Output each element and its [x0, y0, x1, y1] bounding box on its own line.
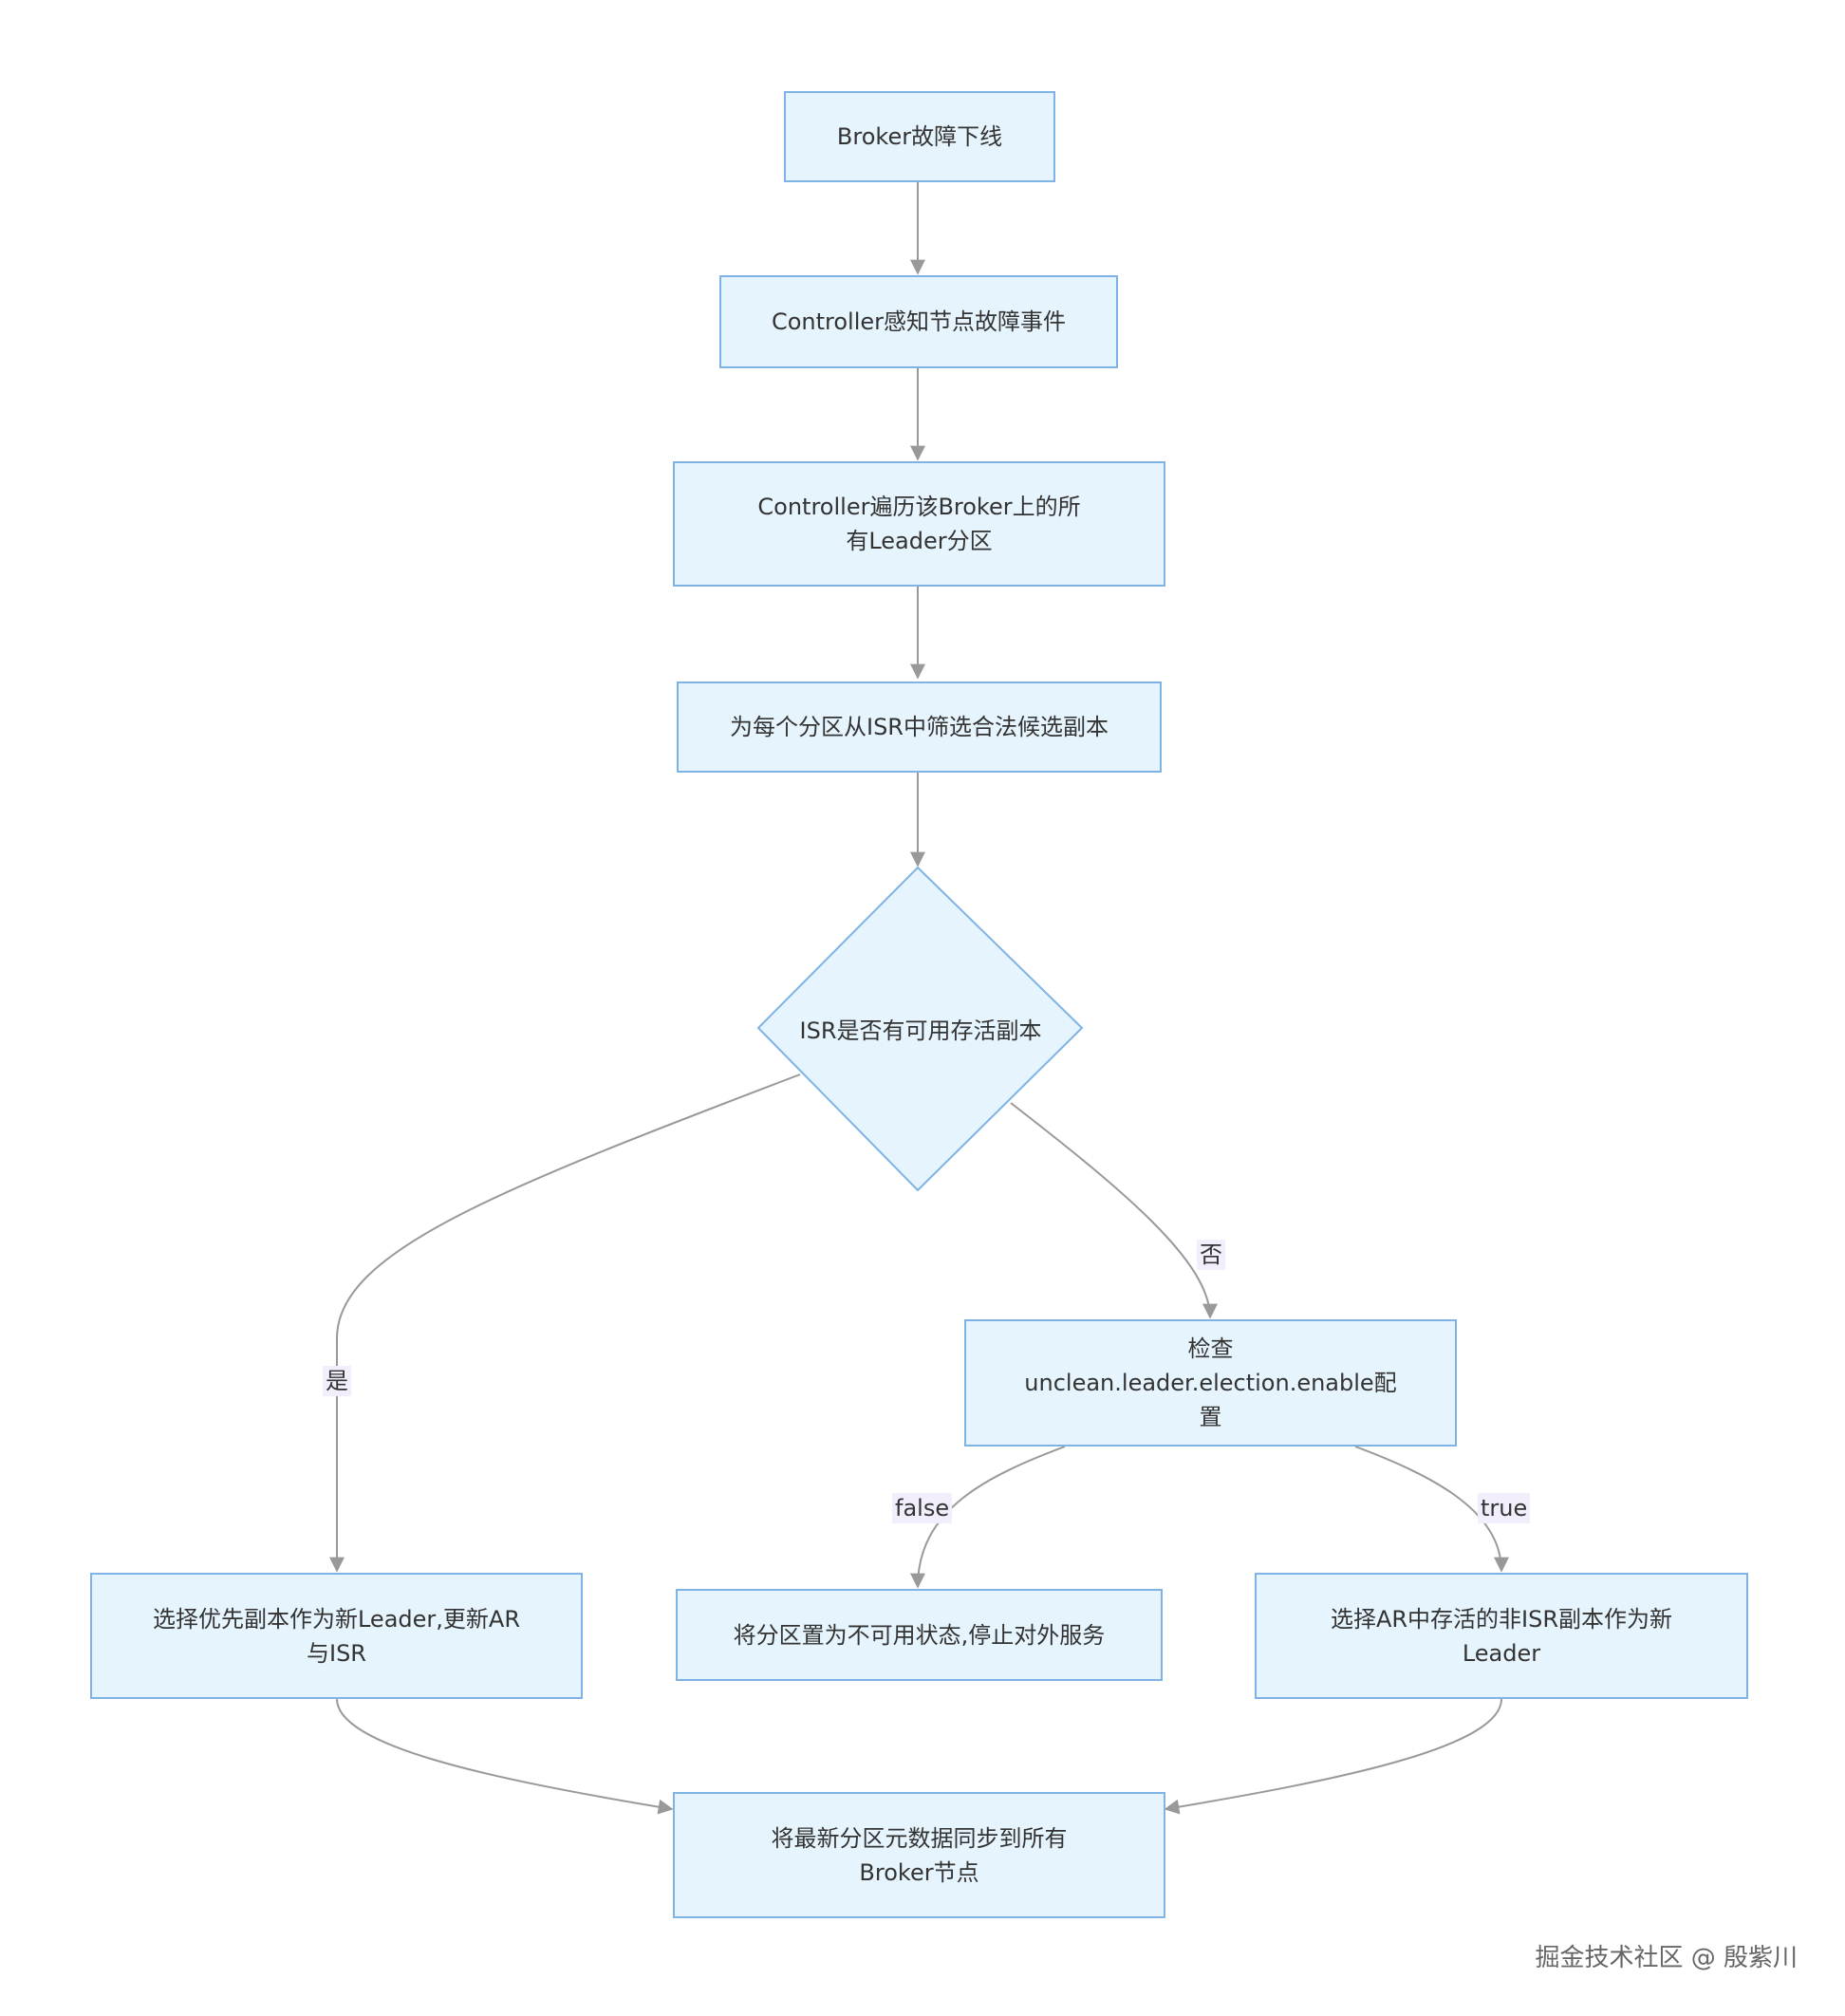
node-controller-traverse: Controller遍历该Broker上的所有Leader分区: [673, 461, 1165, 587]
watermark: 掘金技术社区 @ 殷紫川: [1535, 1944, 1798, 1972]
node-sync-metadata: 将最新分区元数据同步到所有Broker节点: [673, 1792, 1165, 1918]
edge-label-no: 否: [1197, 1240, 1225, 1270]
edge-arnonisr-to-sync: [1164, 1698, 1502, 1815]
decision-diamond: [756, 866, 1084, 1192]
edge-label-true: true: [1478, 1493, 1531, 1523]
node-partition-unavailable: 将分区置为不可用状态,停止对外服务: [676, 1589, 1163, 1681]
edge-decision-no: [1010, 1102, 1218, 1319]
edge-label-false: false: [892, 1493, 953, 1523]
edge-label-yes: 是: [323, 1366, 351, 1396]
node-select-preferred: 选择优先副本作为新Leader,更新AR与ISR: [90, 1573, 583, 1699]
node-check-unclean-config: 检查unclean.leader.election.enable配置: [964, 1319, 1457, 1447]
node-select-ar-non-isr: 选择AR中存活的非ISR副本作为新Leader: [1255, 1573, 1748, 1699]
edge-check-false: [910, 1446, 1066, 1589]
node-broker-offline: Broker故障下线: [784, 91, 1055, 182]
edge-decision-yes: [329, 1073, 801, 1573]
node-isr-alive-decision: ISR是否有可用存活副本: [799, 1017, 1042, 1044]
edge-preferred-to-sync: [336, 1698, 674, 1815]
edge-check-true: [1354, 1446, 1509, 1573]
node-filter-candidates: 为每个分区从ISR中筛选合法候选副本: [677, 681, 1162, 773]
node-controller-detect: Controller感知节点故障事件: [719, 275, 1118, 368]
